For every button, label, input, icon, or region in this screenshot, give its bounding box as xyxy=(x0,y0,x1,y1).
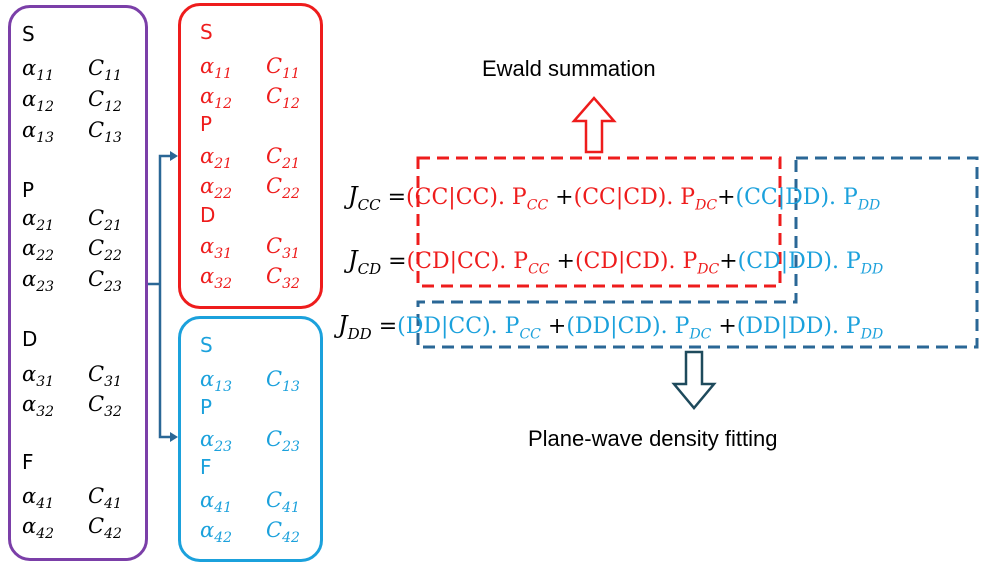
compact-shell-d: D xyxy=(200,203,216,227)
alpha-21: α21 xyxy=(22,206,55,234)
full-shell-s: S xyxy=(22,22,35,46)
compact-shell-s: S xyxy=(200,20,213,44)
c-11: C11 xyxy=(88,56,122,84)
diffuse-shell-s: S xyxy=(200,333,213,357)
compact-c-11: C11 xyxy=(266,54,300,82)
diffuse-basis-box xyxy=(178,316,323,562)
diffuse-c-42: C42 xyxy=(266,518,300,546)
alpha-32: α32 xyxy=(22,392,55,420)
c-23: C23 xyxy=(88,267,122,295)
diffuse-c-23: C23 xyxy=(266,427,300,455)
alpha-22: α22 xyxy=(22,236,55,264)
c-31: C31 xyxy=(88,362,122,390)
diffuse-alpha-13: α13 xyxy=(200,367,233,395)
connector-line xyxy=(148,154,170,439)
compact-alpha-32: α32 xyxy=(200,264,233,292)
c-42: C42 xyxy=(88,514,122,542)
arrowhead-to-compact xyxy=(170,151,178,161)
compact-c-21: C21 xyxy=(266,144,300,172)
diffuse-c-13: C13 xyxy=(266,367,300,395)
ewald-summation-label: Ewald summation xyxy=(482,56,656,81)
alpha-11: α11 xyxy=(22,56,55,84)
diffuse-alpha-41: α41 xyxy=(200,488,233,516)
full-basis-box xyxy=(8,5,148,561)
full-shell-p: P xyxy=(22,178,35,202)
compact-c-32: C32 xyxy=(266,264,300,292)
arrowhead-to-diffuse xyxy=(170,432,178,442)
alpha-31: α31 xyxy=(22,362,55,390)
alpha-41: α41 xyxy=(22,484,55,512)
compact-basis-box xyxy=(178,3,323,309)
diffuse-alpha-23: α23 xyxy=(200,427,233,455)
c-41: C41 xyxy=(88,484,122,512)
full-shell-f: F xyxy=(22,450,34,474)
c-22: C22 xyxy=(88,236,122,264)
compact-shell-p: P xyxy=(200,112,213,136)
compact-alpha-21: α21 xyxy=(200,144,233,172)
c-13: C13 xyxy=(88,118,122,146)
red-dashed-box xyxy=(416,156,782,288)
compact-alpha-11: α11 xyxy=(200,54,233,82)
alpha-13: α13 xyxy=(22,118,55,146)
down-arrow-icon xyxy=(671,350,717,410)
compact-alpha-22: α22 xyxy=(200,174,233,202)
compact-alpha-12: α12 xyxy=(200,84,233,112)
equation-jdd: JDD =(DD|CC). PCC +(DD|CD). PDC +(DD|DD)… xyxy=(338,311,884,343)
alpha-12: α12 xyxy=(22,87,55,115)
c-21: C21 xyxy=(88,206,122,234)
alpha-42: α42 xyxy=(22,514,55,542)
diffuse-alpha-42: α42 xyxy=(200,518,233,546)
c-12: C12 xyxy=(88,87,122,115)
diffuse-c-41: C41 xyxy=(266,488,300,516)
compact-c-22: C22 xyxy=(266,174,300,202)
c-32: C32 xyxy=(88,392,122,420)
up-arrow-icon xyxy=(571,96,617,154)
alpha-23: α23 xyxy=(22,267,55,295)
compact-c-31: C31 xyxy=(266,234,300,262)
equation-jcc: JCC =(CC|CC). PCC +(CC|CD). PDC+(CC|DD).… xyxy=(348,182,881,214)
full-shell-d: D xyxy=(22,327,38,351)
planewave-fitting-label: Plane-wave density fitting xyxy=(528,426,778,451)
equation-jcd: JCD =(CD|CC). PCC +(CD|CD). PDC+(CD|DD).… xyxy=(348,246,884,278)
blue-dashed-region xyxy=(416,156,979,349)
diffuse-shell-f: F xyxy=(200,455,212,479)
diffuse-shell-p: P xyxy=(200,395,213,419)
compact-c-12: C12 xyxy=(266,84,300,112)
compact-alpha-31: α31 xyxy=(200,234,233,262)
